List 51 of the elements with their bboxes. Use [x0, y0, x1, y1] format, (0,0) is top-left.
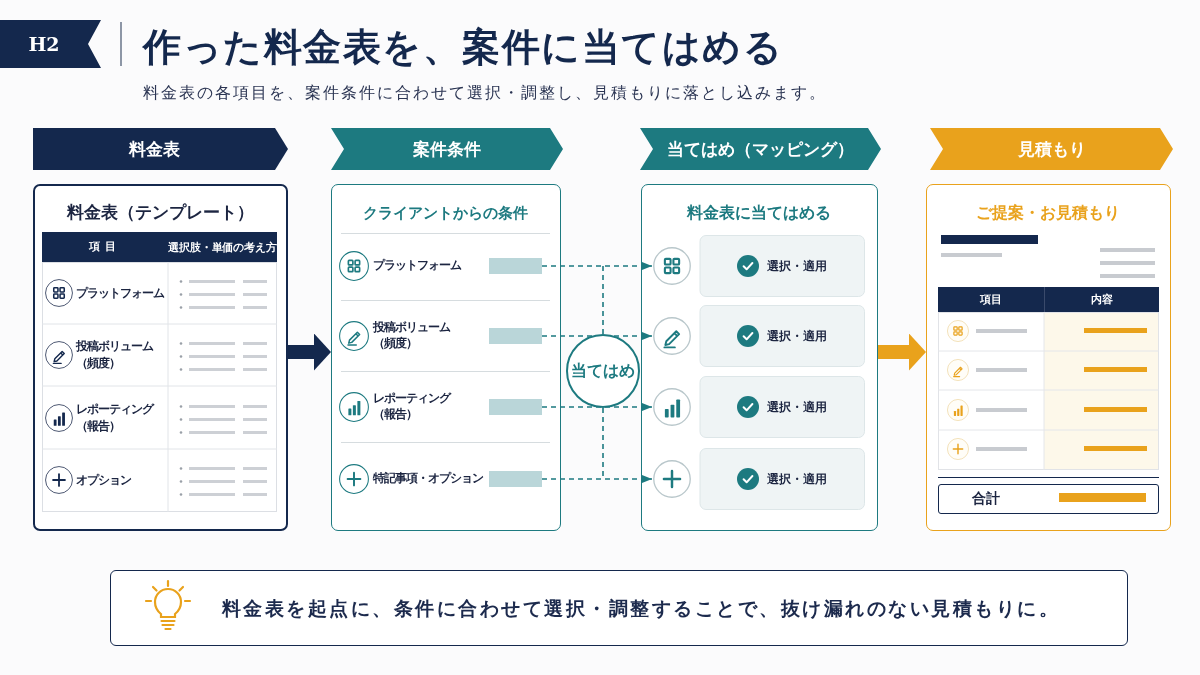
option-card [651, 304, 865, 367]
row-label: 特記事項・オプション [372, 470, 483, 487]
option-card [651, 447, 865, 510]
panel-heading: 料金表（テンプレート） [66, 202, 255, 224]
panel [926, 184, 1171, 531]
column-header: 項目 [42, 232, 168, 262]
placeholder-bar [488, 470, 542, 487]
option-card [651, 375, 865, 438]
step-circle: 当てはめ [566, 334, 640, 408]
column-header: 項目 [937, 286, 1044, 312]
total-row [937, 483, 1159, 514]
page-title: 作った料金表を、案件に当てはめる [143, 23, 783, 71]
panel-heading: 料金表に当てはめる [686, 202, 832, 224]
placeholder-bar [488, 257, 542, 274]
chevron-band: 見積もり [930, 128, 1173, 170]
row-label: オプション [76, 471, 131, 489]
chevron-band: 料金表 [33, 128, 288, 170]
subtitle: 料金表の各項目を、案件条件に合わせて選択・調整し、見積もりに落とし込みます。 [143, 82, 827, 104]
panel-heading: クライアントからの条件 [362, 203, 529, 223]
row-label: レポーティング（報告） [372, 389, 452, 424]
total-label: 合計 [972, 489, 1000, 507]
block-arrow [288, 333, 331, 371]
row-label: レポーティング（報告） [76, 401, 155, 435]
column-header: 選択肢・単価の考え方 [168, 232, 277, 262]
row-label: プラットフォーム [372, 257, 461, 274]
block-arrow [878, 333, 926, 371]
row-label: プラットフォーム [76, 284, 164, 302]
dashed-arrow [541, 262, 653, 270]
row-label: 投稿ボリューム（頻度） [76, 338, 154, 372]
panel [33, 184, 288, 531]
placeholder-bar [488, 327, 542, 344]
note-text: 料金表を起点に、条件に合わせて選択・調整することで、抜け漏れのない見積もりに。 [221, 595, 1060, 621]
note-box [110, 570, 1128, 646]
chevron-band: 案件条件 [331, 128, 563, 170]
panel [331, 184, 561, 531]
dashed-arrow [541, 403, 653, 411]
column-header: 内容 [1043, 286, 1159, 312]
panel [641, 184, 878, 531]
option-card [651, 234, 865, 297]
option-label: 選択・適用 [766, 327, 827, 344]
option-label: 選択・適用 [766, 398, 827, 415]
option-label: 選択・適用 [766, 470, 827, 487]
placeholder-bar [488, 398, 542, 415]
dashed-arrow [541, 475, 653, 483]
panel-heading: ご提案・お見積もり [975, 201, 1121, 224]
dashed-arrow [541, 332, 653, 340]
dashed-line [602, 265, 604, 335]
heading-tag: H2 [0, 20, 101, 68]
row-label: 投稿ボリューム（頻度） [372, 318, 451, 353]
chevron-band: 当てはめ（マッピング） [640, 128, 881, 170]
option-label: 選択・適用 [766, 257, 827, 274]
